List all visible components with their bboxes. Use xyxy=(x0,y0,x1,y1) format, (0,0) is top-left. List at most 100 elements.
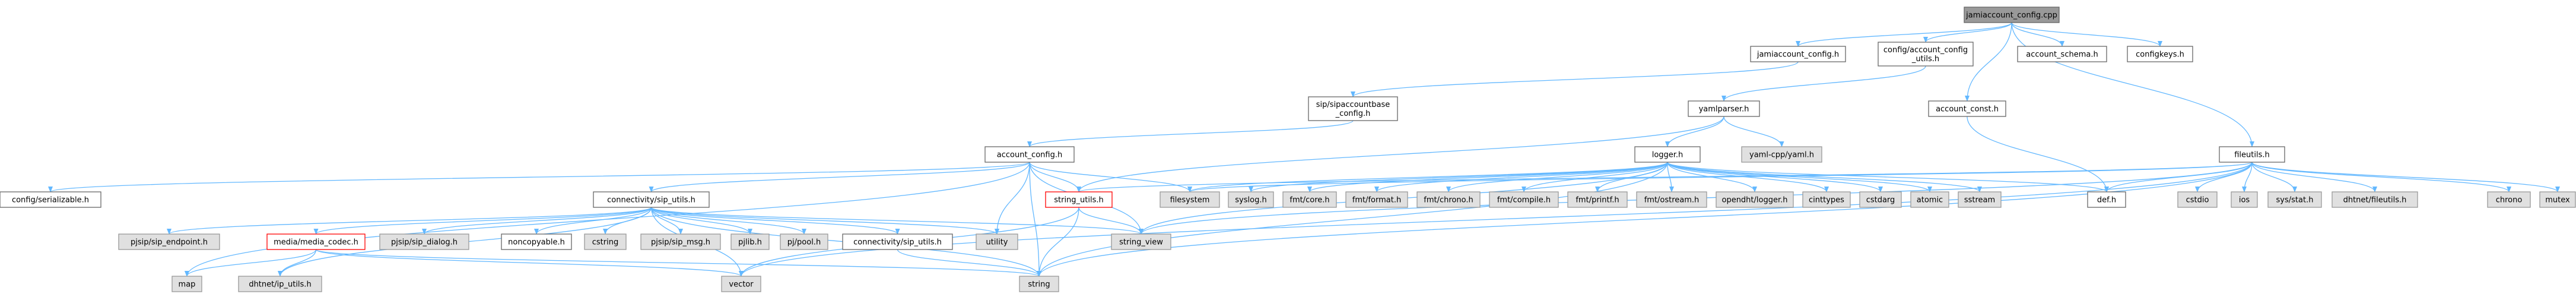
node-label: atomic xyxy=(1917,196,1943,205)
node-label: cstdio xyxy=(2186,196,2209,205)
node-sip-sipaccountbase-config-h[interactable]: sip/sipaccountbase_config.h xyxy=(1308,96,1398,121)
node-account-config-h[interactable]: account_config.h xyxy=(984,146,1075,163)
node-box xyxy=(842,233,953,250)
node-box xyxy=(266,233,366,250)
node-box xyxy=(118,233,220,250)
node-fileutils-h[interactable]: fileutils.h xyxy=(2219,146,2285,163)
edge-logger_h-to-fmt_core_h xyxy=(1307,162,1668,192)
node-string: string xyxy=(1019,276,1059,292)
edge-logger_h-to-string xyxy=(1037,162,1668,277)
node-label: mutex xyxy=(2545,196,2570,205)
node-box xyxy=(721,276,761,292)
node-yamlparser-h[interactable]: yamlparser.h xyxy=(1688,100,1760,117)
node-jamiaccount-config-h[interactable]: jamiaccount_config.h xyxy=(1750,46,1846,62)
edge-fileutils_h-to-mutex xyxy=(2251,162,2560,192)
edge-connectivity_sip_utils_h-to-pjsip_sip_dialog_h xyxy=(422,207,652,235)
node-label: cinttypes xyxy=(1809,196,1844,205)
node-dhtnet-fileutils-h: dhtnet/fileutils.h xyxy=(2332,191,2418,208)
node-def-h[interactable]: def.h xyxy=(2087,191,2126,208)
node-label: string_utils.h xyxy=(1054,196,1104,205)
node-box xyxy=(1741,146,1822,163)
node-fmt-format-h: fmt/format.h xyxy=(1345,191,1408,208)
node-label: chrono xyxy=(2496,196,2523,205)
node-connectivity-sip-utils-h2[interactable]: connectivity/sip_utils.h xyxy=(842,233,953,250)
edge-connectivity_sip_utils_h-to-noncopyable_h xyxy=(534,207,652,235)
node-box xyxy=(584,233,627,250)
node-label: fmt/ostream.h xyxy=(1644,196,1700,205)
node-box xyxy=(1489,191,1559,208)
edge-account_config_h-to-config_serializable_h xyxy=(48,162,1030,192)
node-label: account_schema.h xyxy=(2026,50,2098,59)
node-box xyxy=(1958,191,2002,208)
node-box xyxy=(1688,100,1760,117)
edge-string_utils_h-to-string xyxy=(1037,207,1079,277)
node-media-media-codec-h[interactable]: media/media_codec.h xyxy=(266,233,366,250)
edge-yamlparser_h-to-logger_h xyxy=(1665,116,1724,147)
node-pjsip-sip-msg-h: pjsip/sip_msg.h xyxy=(640,233,721,250)
node-string-utils-h[interactable]: string_utils.h xyxy=(1045,191,1113,208)
node-box xyxy=(976,233,1018,250)
node-box xyxy=(730,233,770,250)
node-filesystem: filesystem xyxy=(1160,191,1220,208)
node-opendht-logger-h: opendht/logger.h xyxy=(1716,191,1794,208)
node-mutex: mutex xyxy=(2539,191,2576,208)
node-label: dhtnet/ip_utils.h xyxy=(249,280,311,289)
node-label: utility xyxy=(986,238,1008,247)
node-box xyxy=(1750,46,1846,62)
node-box xyxy=(1045,191,1113,208)
node-account-schema-h[interactable]: account_schema.h xyxy=(2017,46,2107,62)
node-config-serializable-h[interactable]: config/serializable.h xyxy=(0,191,101,208)
edge-jamiaccount_config_h-to-sip_sipaccountbase_config_h xyxy=(1351,61,1799,97)
edge-connectivity_sip_utils_h2-to-string xyxy=(897,249,1041,277)
node-label: string xyxy=(1028,280,1050,289)
edge-account_config_h-to-filesystem xyxy=(1029,162,1192,192)
node-connectivity-sip-utils-h[interactable]: connectivity/sip_utils.h xyxy=(593,191,710,208)
node-label: pjsip/sip_dialog.h xyxy=(391,238,458,247)
edge-account_const_h-to-def_h xyxy=(1967,116,2109,192)
edge-fileutils_h-to-ios xyxy=(2242,162,2253,192)
node-label: fmt/compile.h xyxy=(1497,196,1551,205)
node-account-const-h[interactable]: account_const.h xyxy=(1928,100,2006,117)
edge-root-to-account_schema_h xyxy=(2011,22,2064,47)
edge-yamlparser_h-to-yaml_cpp_h xyxy=(1723,116,1784,147)
node-configkeys-h[interactable]: configkeys.h xyxy=(2127,46,2193,62)
edge-account_config_h-to-connectivity_sip_utils_h xyxy=(649,162,1030,192)
node-label: vector xyxy=(729,280,754,289)
node-label: sip/sipaccountbase_config.h xyxy=(1316,100,1390,118)
node-atomic: atomic xyxy=(1910,191,1949,208)
node-fmt-ostream-h: fmt/ostream.h xyxy=(1636,191,1707,208)
node-box xyxy=(2219,146,2285,163)
node-vector: vector xyxy=(721,276,761,292)
edge-fileutils_h-to-sys_stat_h xyxy=(2251,162,2297,192)
edge-fileutils_h-to-dhtnet_fileutils_h xyxy=(2251,162,2377,192)
node-logger-h[interactable]: logger.h xyxy=(1634,146,1701,163)
edge-string_utils_h-to-string_view xyxy=(1078,207,1144,235)
node-config-account-config-utils-h[interactable]: config/account_config_utils.h xyxy=(1878,42,1974,67)
edge-logger_h-to-def_h xyxy=(1667,162,2109,192)
edge-config_account_config_utils_h-to-yamlparser_h xyxy=(1721,65,1926,102)
edge-logger_h-to-syslog_h xyxy=(1249,162,1668,192)
node-box xyxy=(379,233,469,250)
node-label: syslog.h xyxy=(1235,196,1266,205)
node-utility: utility xyxy=(976,233,1018,250)
node-box xyxy=(593,191,710,208)
edge-fileutils_h-to-string_utils_h xyxy=(1076,162,2253,192)
node-root[interactable]: jamiaccount_config.cpp xyxy=(1964,7,2060,23)
node-dhtnet-ip-utils-h: dhtnet/ip_utils.h xyxy=(238,276,322,292)
node-label: fmt/format.h xyxy=(1352,196,1401,205)
node-box xyxy=(1567,191,1628,208)
edge-media_media_codec_h-to-map xyxy=(185,249,317,277)
node-cstdio: cstdio xyxy=(2177,191,2218,208)
edge-logger_h-to-fmt_chrono_h xyxy=(1446,162,1668,192)
edge-logger_h-to-cstdarg xyxy=(1667,162,1883,192)
node-box xyxy=(2017,46,2107,62)
node-label: connectivity/sip_utils.h xyxy=(607,196,695,205)
node-noncopyable-h[interactable]: noncopyable.h xyxy=(501,233,572,250)
node-cinttypes: cinttypes xyxy=(1802,191,1851,208)
edge-connectivity_sip_utils_h-to-pjsip_sip_msg_h xyxy=(650,207,683,235)
edge-media_media_codec_h-to-vector xyxy=(315,249,744,277)
node-fmt-core-h: fmt/core.h xyxy=(1282,191,1337,208)
edge-root-to-config_account_config_utils_h xyxy=(1923,22,2012,43)
node-label: fmt/chrono.h xyxy=(1424,196,1473,205)
edge-logger_h-to-atomic xyxy=(1667,162,1932,192)
